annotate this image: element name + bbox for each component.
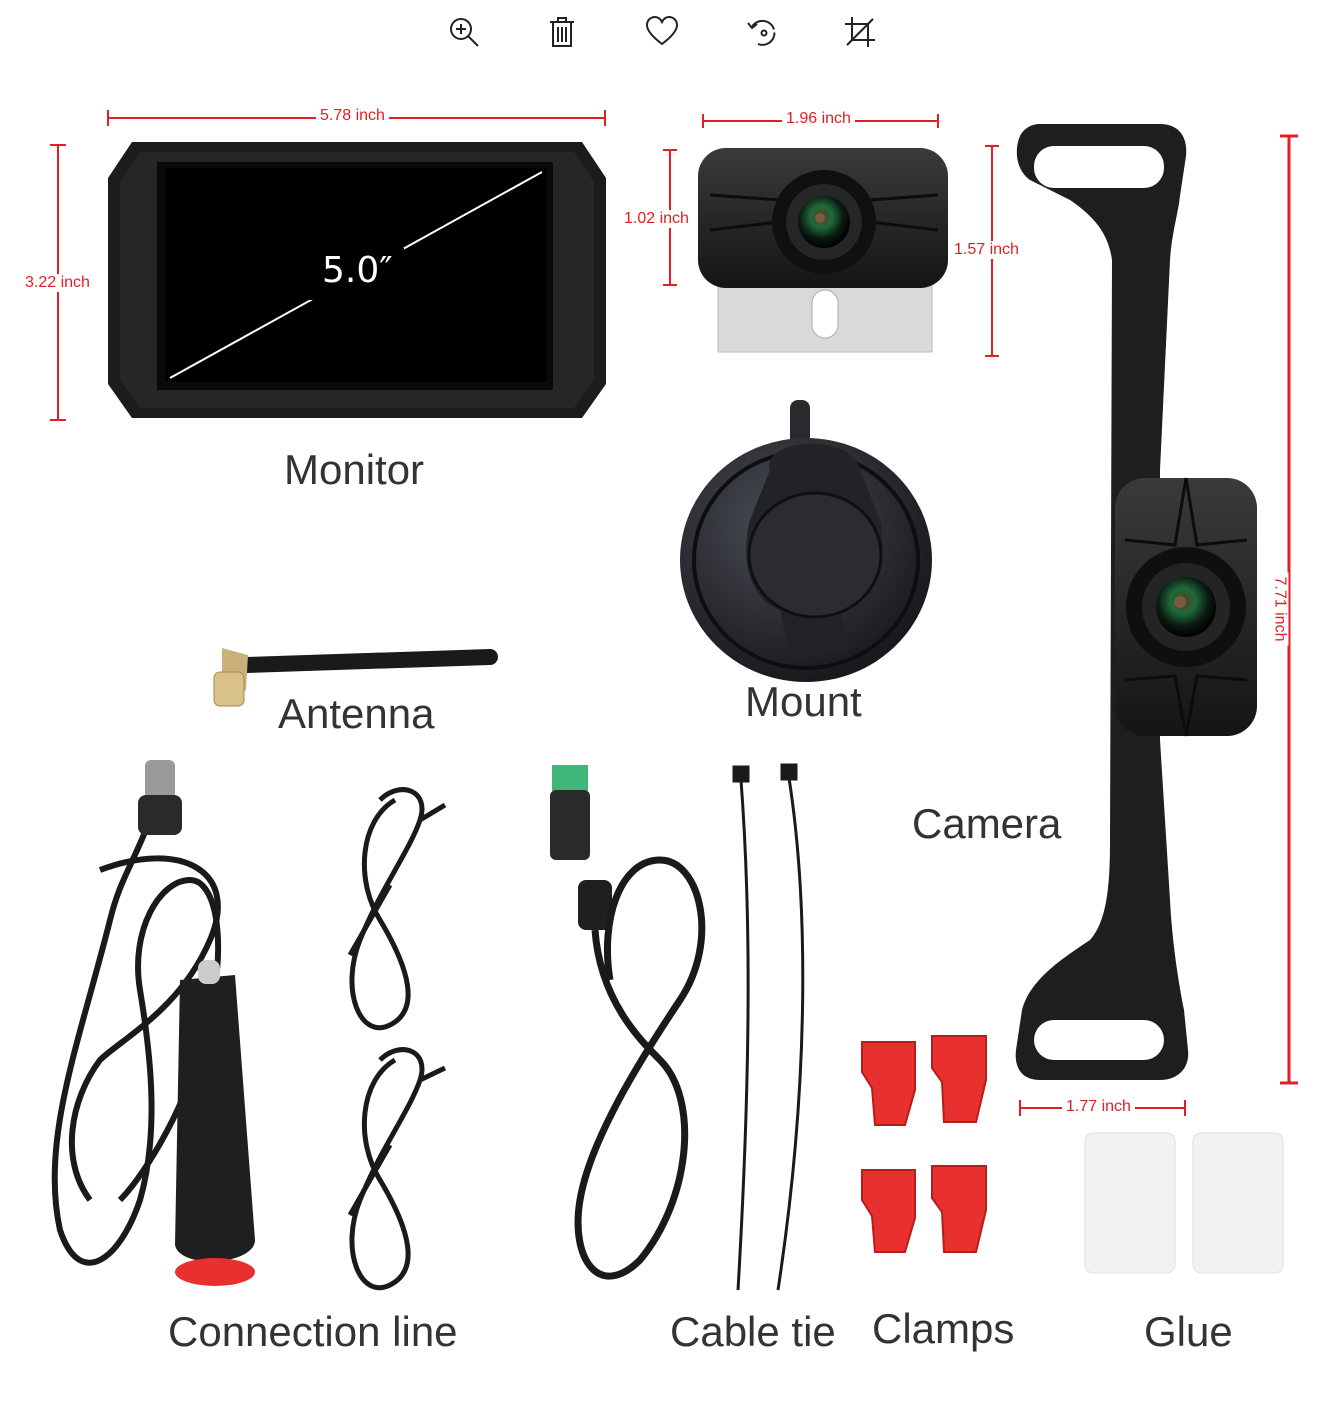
delete-button[interactable] [540,10,584,54]
rotate-icon [747,19,776,46]
monitor-height-label: 3.22 inch [21,274,94,292]
heart-icon [645,15,679,46]
favorite-button[interactable] [640,10,684,54]
extension-cable-1 [347,787,447,1030]
trash-icon [550,17,574,47]
mount-label: Mount [745,678,862,725]
monitor-label: Monitor [284,446,425,493]
mini-camera [698,148,948,353]
monitor-screen-size: 5.0″ [322,250,393,291]
suction-mount [680,400,932,682]
mini-camera-height-label: 1.02 inch [620,210,693,228]
plate-height-dimension [1280,134,1298,1085]
license-plate-camera [1015,124,1257,1080]
cigarette-plug [138,760,255,1286]
zoom-in-icon [450,18,479,47]
clamps [861,1035,987,1253]
antenna [213,648,498,707]
cable-ties [732,763,805,1291]
mini-camera-width-label: 1.96 inch [782,110,855,128]
antenna-label: Antenna [278,690,435,737]
glue-label: Glue [1144,1308,1233,1355]
cable-tie-label: Cable tie [670,1308,836,1355]
extension-cable-2 [347,1047,447,1290]
monitor-width-label: 5.78 inch [316,107,389,125]
crop-button[interactable] [838,10,882,54]
connection-line-label: Connection line [168,1308,458,1355]
monitor [108,142,606,418]
clamps-label: Clamps [872,1305,1015,1352]
mini-camera-total-height-label: 1.57 inch [950,241,1023,259]
plate-height-label: 7.71 inch [1270,572,1289,646]
camera-label: Camera [912,800,1062,847]
camera-cable [550,765,706,1280]
glue-pads [1084,1132,1284,1274]
crop-icon [845,17,875,47]
plate-width-label: 1.77 inch [1062,1098,1135,1116]
zoom-in-button[interactable] [442,10,486,54]
rotate-button[interactable] [740,10,784,54]
